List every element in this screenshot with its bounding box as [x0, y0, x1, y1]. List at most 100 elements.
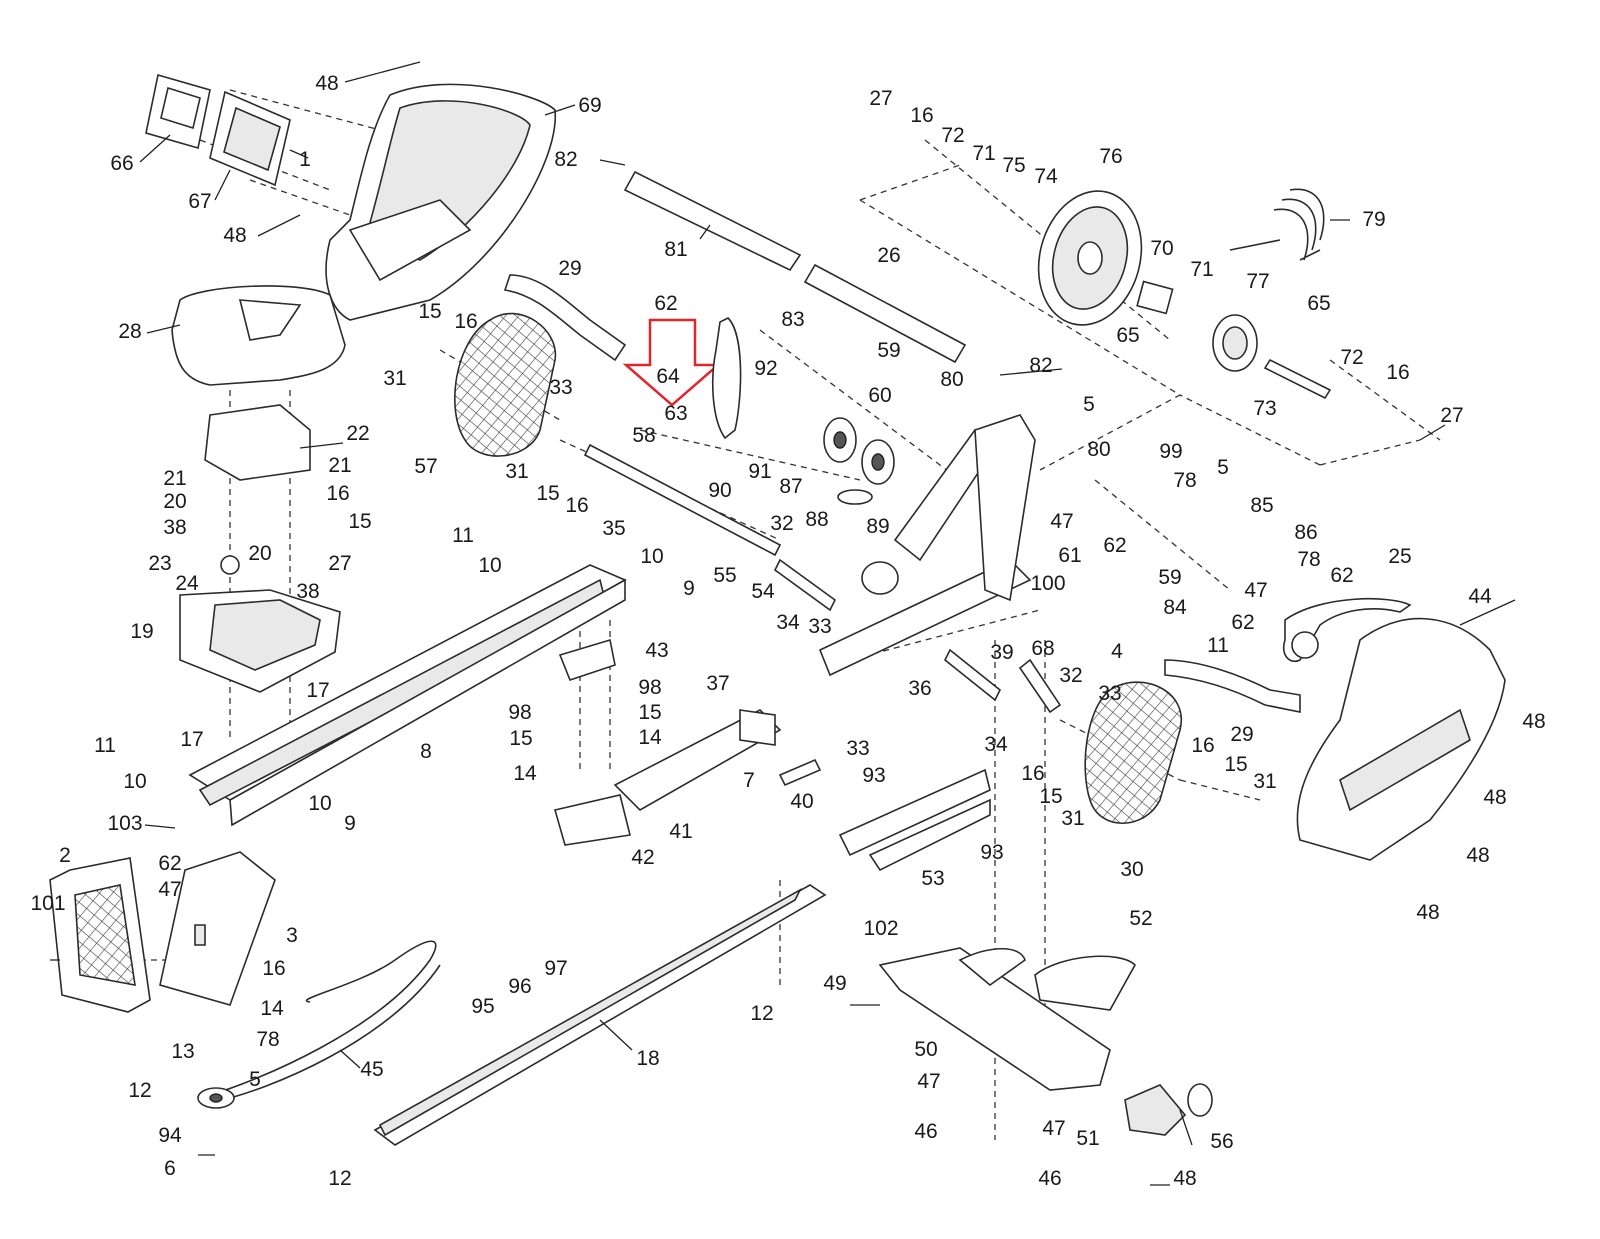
part-callout-102: 102 — [863, 917, 898, 940]
part-callout-83: 83 — [781, 308, 804, 331]
part-callout-9: 9 — [683, 577, 695, 600]
part-callout-10: 10 — [123, 770, 146, 793]
part-callout-29: 29 — [1230, 723, 1253, 746]
part-callout-63: 63 — [664, 402, 687, 425]
right-shroud — [1296, 617, 1506, 861]
rear-base — [878, 947, 1213, 1136]
part-callout-15: 15 — [638, 701, 661, 724]
part-callout-98: 98 — [638, 676, 661, 699]
part-callout-19: 19 — [130, 620, 153, 643]
part-callout-78: 78 — [1173, 469, 1196, 492]
part-callout-92: 92 — [754, 357, 777, 380]
part-callout-12: 12 — [128, 1079, 151, 1102]
part-callout-11: 11 — [94, 734, 116, 757]
part-callout-51: 51 — [1076, 1127, 1099, 1150]
part-callout-79: 79 — [1362, 208, 1385, 231]
part-callout-17: 17 — [180, 728, 203, 751]
part-callout-33: 33 — [549, 376, 572, 399]
part-callout-12: 12 — [750, 1002, 773, 1025]
part-callout-48: 48 — [223, 224, 246, 247]
part-callout-11: 11 — [1207, 634, 1229, 657]
part-callout-50: 50 — [914, 1038, 937, 1061]
part-callout-31: 31 — [1253, 770, 1276, 793]
part-callout-74: 74 — [1034, 165, 1058, 188]
part-callout-54: 54 — [751, 580, 775, 603]
part-callout-94: 94 — [158, 1124, 182, 1147]
part-callout-35: 35 — [602, 517, 625, 540]
part-callout-38: 38 — [296, 580, 319, 603]
part-callout-47: 47 — [158, 878, 181, 901]
part-callout-65: 65 — [1307, 292, 1330, 315]
part-callout-32: 32 — [770, 512, 793, 535]
part-callout-68: 68 — [1031, 637, 1054, 660]
part-callout-29: 29 — [558, 257, 581, 280]
part-callout-10: 10 — [640, 545, 663, 568]
part-callout-98: 98 — [508, 701, 531, 724]
part-callout-15: 15 — [509, 727, 532, 750]
part-callout-46: 46 — [1038, 1167, 1061, 1190]
part-callout-38: 38 — [163, 516, 186, 539]
part-callout-6: 6 — [164, 1157, 176, 1180]
flywheel-assembly — [1037, 188, 1325, 372]
part-callout-33: 33 — [846, 737, 869, 760]
part-callout-14: 14 — [638, 726, 662, 749]
part-callout-37: 37 — [706, 672, 729, 695]
part-callout-47: 47 — [1042, 1117, 1065, 1140]
seat-assembly — [171, 285, 346, 693]
part-callout-15: 15 — [1224, 753, 1247, 776]
part-callout-66: 66 — [110, 152, 133, 175]
part-callout-103: 103 — [107, 812, 142, 835]
part-callout-75: 75 — [1002, 154, 1025, 177]
part-callout-20: 20 — [248, 542, 271, 565]
part-callout-15: 15 — [536, 482, 559, 505]
part-callout-14: 14 — [260, 997, 284, 1020]
part-callout-85: 85 — [1250, 494, 1273, 517]
part-callout-34: 34 — [984, 733, 1008, 756]
part-callout-17: 17 — [306, 679, 329, 702]
part-callout-84: 84 — [1163, 596, 1187, 619]
part-callout-93: 93 — [862, 764, 885, 787]
part-callout-69: 69 — [578, 94, 601, 117]
part-callout-11: 11 — [452, 524, 474, 547]
part-callout-89: 89 — [866, 515, 889, 538]
part-callout-48: 48 — [1173, 1167, 1196, 1190]
part-callout-62: 62 — [1103, 534, 1126, 557]
part-callout-99: 99 — [1159, 440, 1182, 463]
part-callout-48: 48 — [1416, 901, 1439, 924]
part-callout-2: 2 — [59, 844, 71, 867]
part-callout-16: 16 — [565, 494, 588, 517]
part-callout-31: 31 — [1061, 807, 1084, 830]
part-callout-60: 60 — [868, 384, 891, 407]
part-callout-52: 52 — [1129, 907, 1152, 930]
part-callout-48: 48 — [1483, 786, 1506, 809]
part-callout-15: 15 — [348, 510, 371, 533]
idler-pulleys — [823, 417, 1412, 662]
part-callout-20: 20 — [163, 490, 186, 513]
part-callout-24: 24 — [175, 572, 199, 595]
part-callout-90: 90 — [708, 479, 731, 502]
part-callout-62: 62 — [1231, 611, 1254, 634]
part-callout-16: 16 — [326, 482, 349, 505]
part-callout-25: 25 — [1388, 545, 1411, 568]
part-callout-46: 46 — [914, 1120, 937, 1143]
part-callout-34: 34 — [776, 611, 800, 634]
part-callout-96: 96 — [508, 975, 531, 998]
shafts — [583, 170, 1332, 714]
part-callout-23: 23 — [148, 552, 171, 575]
part-callout-3: 3 — [286, 924, 298, 947]
part-callout-100: 100 — [1030, 572, 1065, 595]
part-callout-32: 32 — [1059, 664, 1082, 687]
brackets — [558, 638, 822, 787]
part-callout-57: 57 — [414, 455, 437, 478]
pedals — [454, 312, 1183, 824]
part-callout-71: 71 — [1190, 258, 1213, 281]
part-callout-36: 36 — [908, 677, 931, 700]
part-callout-7: 7 — [743, 769, 755, 792]
part-callout-15: 15 — [1039, 785, 1062, 808]
part-callout-55: 55 — [713, 564, 736, 587]
part-callout-21: 21 — [328, 454, 351, 477]
part-callout-31: 31 — [505, 460, 528, 483]
part-callout-80: 80 — [940, 368, 963, 391]
drive-belt — [197, 940, 441, 1109]
part-callout-80: 80 — [1087, 438, 1110, 461]
